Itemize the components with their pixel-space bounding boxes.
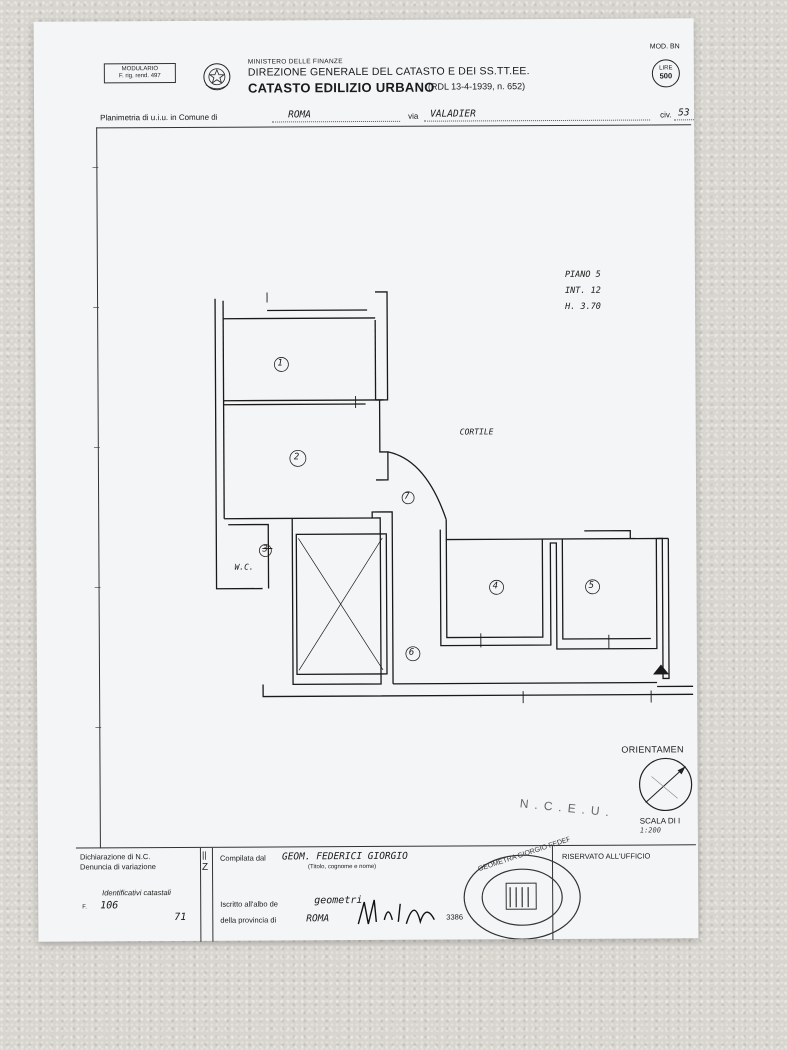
scale-text: SCALA DI I bbox=[639, 816, 681, 826]
wall-outer-left bbox=[214, 298, 263, 590]
room-6-number: 6 bbox=[408, 647, 415, 658]
frame-tick-marks bbox=[92, 167, 102, 728]
republic-emblem-icon bbox=[203, 63, 231, 91]
room-5-number: 5 bbox=[588, 580, 595, 591]
room-7-number: 7 bbox=[404, 491, 410, 502]
courtyard-label: CORTILE bbox=[459, 427, 494, 437]
entrance-marker-icon bbox=[653, 664, 670, 675]
identificativi-label: Identificativi catastali bbox=[102, 888, 171, 898]
compass-icon bbox=[638, 757, 693, 812]
floor-plan bbox=[214, 291, 694, 704]
dichiarazione-label: Dichiarazione di N.C. bbox=[79, 852, 151, 862]
compilata-value: GEOM. FEDERICI GIORGIO bbox=[281, 850, 408, 863]
cadastral-sheet: MODULARIO F. rig. rend. 497 MINISTERO DE… bbox=[33, 18, 699, 943]
scale-label: SCALA DI I 1:200 bbox=[640, 816, 698, 834]
foglio-value: 106 bbox=[100, 900, 119, 912]
room-2-number: 2 bbox=[293, 452, 300, 463]
particella-value: 71 bbox=[174, 911, 187, 924]
surveyor-stamp bbox=[463, 854, 581, 940]
provincia-label: della provincia di bbox=[220, 915, 277, 925]
signature bbox=[357, 899, 435, 925]
room-4-number: 4 bbox=[492, 581, 499, 592]
room-1-number: 1 bbox=[277, 358, 283, 369]
wc-label: W.C. bbox=[234, 562, 254, 572]
checkbox-marks: || bbox=[201, 849, 207, 860]
iscritto-label: Iscritto all'albo de bbox=[220, 899, 278, 909]
checkbox-z: Z bbox=[201, 861, 209, 873]
denuncia-label: Denuncia di variazione bbox=[79, 862, 156, 872]
compilata-label: Compilata dal bbox=[219, 853, 266, 863]
room-3-number: 3 bbox=[262, 544, 268, 555]
provincia-value: ROMA bbox=[306, 913, 330, 925]
compilata-hint: (Titolo, cognome e nome) bbox=[308, 863, 377, 871]
foglio-prefix: F. bbox=[82, 904, 87, 911]
orientation-label: ORIENTAMEN bbox=[621, 744, 684, 755]
scale-value: 1:200 bbox=[639, 826, 661, 835]
